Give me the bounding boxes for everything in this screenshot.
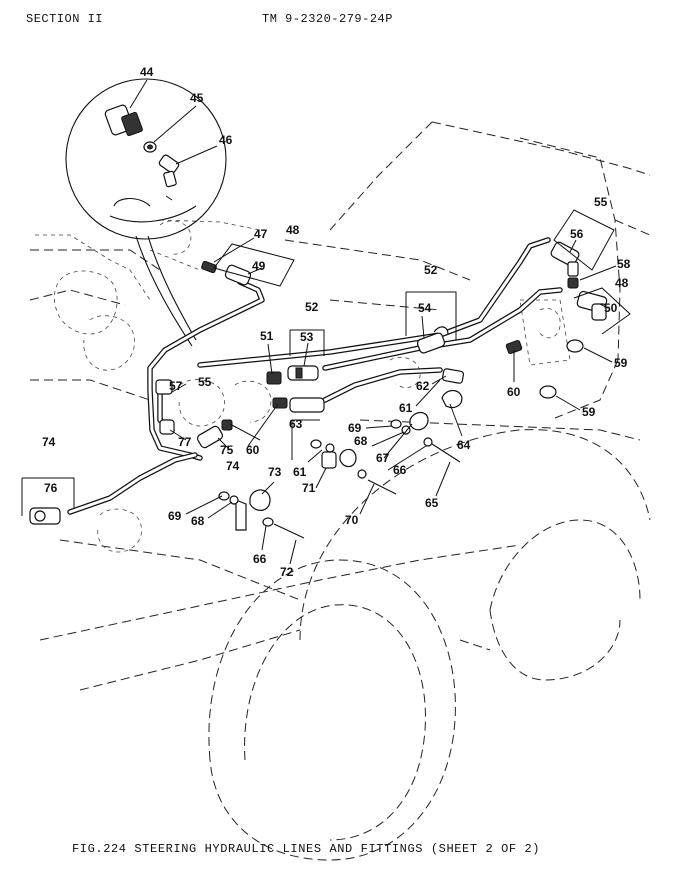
callout-54: 54 bbox=[418, 301, 432, 315]
callout-74-mid: 74 bbox=[226, 459, 240, 473]
figure-caption: FIG.224 STEERING HYDRAULIC LINES AND FIT… bbox=[72, 842, 541, 856]
callout-55-lower: 55 bbox=[198, 375, 212, 389]
callout-68-upper: 68 bbox=[354, 434, 368, 448]
callout-numbers: 44 45 46 47 48 49 51 52 52 53 54 55 56 5… bbox=[42, 65, 631, 579]
callout-48-upper: 48 bbox=[286, 223, 300, 237]
callout-52-left: 52 bbox=[305, 300, 319, 314]
callout-59-upper: 59 bbox=[614, 356, 628, 370]
tube-lines bbox=[67, 237, 563, 515]
callout-48-right: 48 bbox=[615, 276, 629, 290]
callout-47: 47 bbox=[254, 227, 268, 241]
engine-components bbox=[54, 220, 571, 553]
callout-56: 56 bbox=[570, 227, 584, 241]
callout-77: 77 bbox=[178, 435, 192, 449]
callout-65: 65 bbox=[425, 496, 439, 510]
callout-75: 75 bbox=[220, 443, 234, 457]
callout-76: 76 bbox=[44, 481, 58, 495]
callout-45: 45 bbox=[190, 91, 204, 105]
callout-66-lower: 66 bbox=[253, 552, 267, 566]
callout-60-right: 60 bbox=[507, 385, 521, 399]
callout-69-lower: 69 bbox=[168, 509, 182, 523]
callout-62: 62 bbox=[416, 379, 430, 393]
fittings bbox=[29, 241, 608, 539]
callout-52-right: 52 bbox=[424, 263, 438, 277]
callout-66-upper: 66 bbox=[393, 463, 407, 477]
callout-44: 44 bbox=[140, 65, 154, 79]
manual-number: TM 9-2320-279-24P bbox=[262, 12, 393, 26]
callout-57: 57 bbox=[169, 379, 183, 393]
callout-brackets bbox=[21, 209, 631, 516]
callout-58: 58 bbox=[617, 257, 631, 271]
callout-68-lower: 68 bbox=[191, 514, 205, 528]
callout-51: 51 bbox=[260, 329, 274, 343]
callout-69-upper: 69 bbox=[348, 421, 362, 435]
vehicle-outline bbox=[29, 121, 651, 861]
callout-74-left: 74 bbox=[42, 435, 56, 449]
callout-49: 49 bbox=[252, 259, 266, 273]
leader-lines bbox=[129, 79, 617, 565]
callout-61-upper: 61 bbox=[399, 401, 413, 415]
callout-73: 73 bbox=[268, 465, 282, 479]
callout-55-upper: 55 bbox=[594, 195, 608, 209]
callout-53: 53 bbox=[300, 330, 314, 344]
callout-63: 63 bbox=[289, 417, 303, 431]
callout-59-lower: 59 bbox=[582, 405, 596, 419]
callout-60-left: 60 bbox=[246, 443, 260, 457]
callout-71: 71 bbox=[302, 481, 316, 495]
detail-magnifier bbox=[65, 78, 227, 347]
callout-46: 46 bbox=[219, 133, 233, 147]
callout-50: 50 bbox=[604, 301, 618, 315]
callout-64: 64 bbox=[457, 438, 471, 452]
callout-67: 67 bbox=[376, 451, 390, 465]
callout-72: 72 bbox=[280, 565, 294, 579]
section-label: SECTION II bbox=[26, 12, 104, 26]
callout-70: 70 bbox=[345, 513, 359, 527]
callout-61-lower: 61 bbox=[293, 465, 307, 479]
